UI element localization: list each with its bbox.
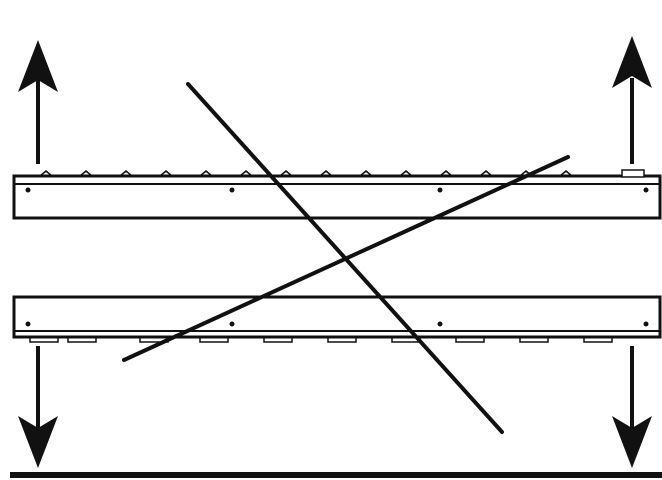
ground-line bbox=[10, 472, 662, 478]
top-rail-teeth bbox=[39, 170, 573, 177]
bottom-rail-screw bbox=[25, 321, 31, 327]
bottom-rail bbox=[12, 295, 662, 343]
top-rail bbox=[12, 169, 662, 220]
top-rail-body bbox=[12, 174, 662, 220]
top-rail-screw bbox=[229, 187, 235, 193]
top-rail-screw bbox=[437, 187, 443, 193]
top-rail-tab bbox=[621, 169, 645, 178]
up-arrow-icon bbox=[612, 36, 652, 164]
down-arrow-icon bbox=[18, 346, 58, 468]
bottom-rail-screw bbox=[643, 321, 649, 327]
bottom-rail-tabs bbox=[29, 337, 613, 343]
down-arrow-icon bbox=[612, 346, 652, 468]
bottom-rail-screw bbox=[229, 321, 235, 327]
top-rail-screw bbox=[25, 187, 31, 193]
top-rail-screw bbox=[643, 187, 649, 193]
up-arrow-icon bbox=[18, 40, 58, 164]
cross-line-b bbox=[122, 155, 570, 362]
bottom-rail-screw bbox=[437, 321, 443, 327]
